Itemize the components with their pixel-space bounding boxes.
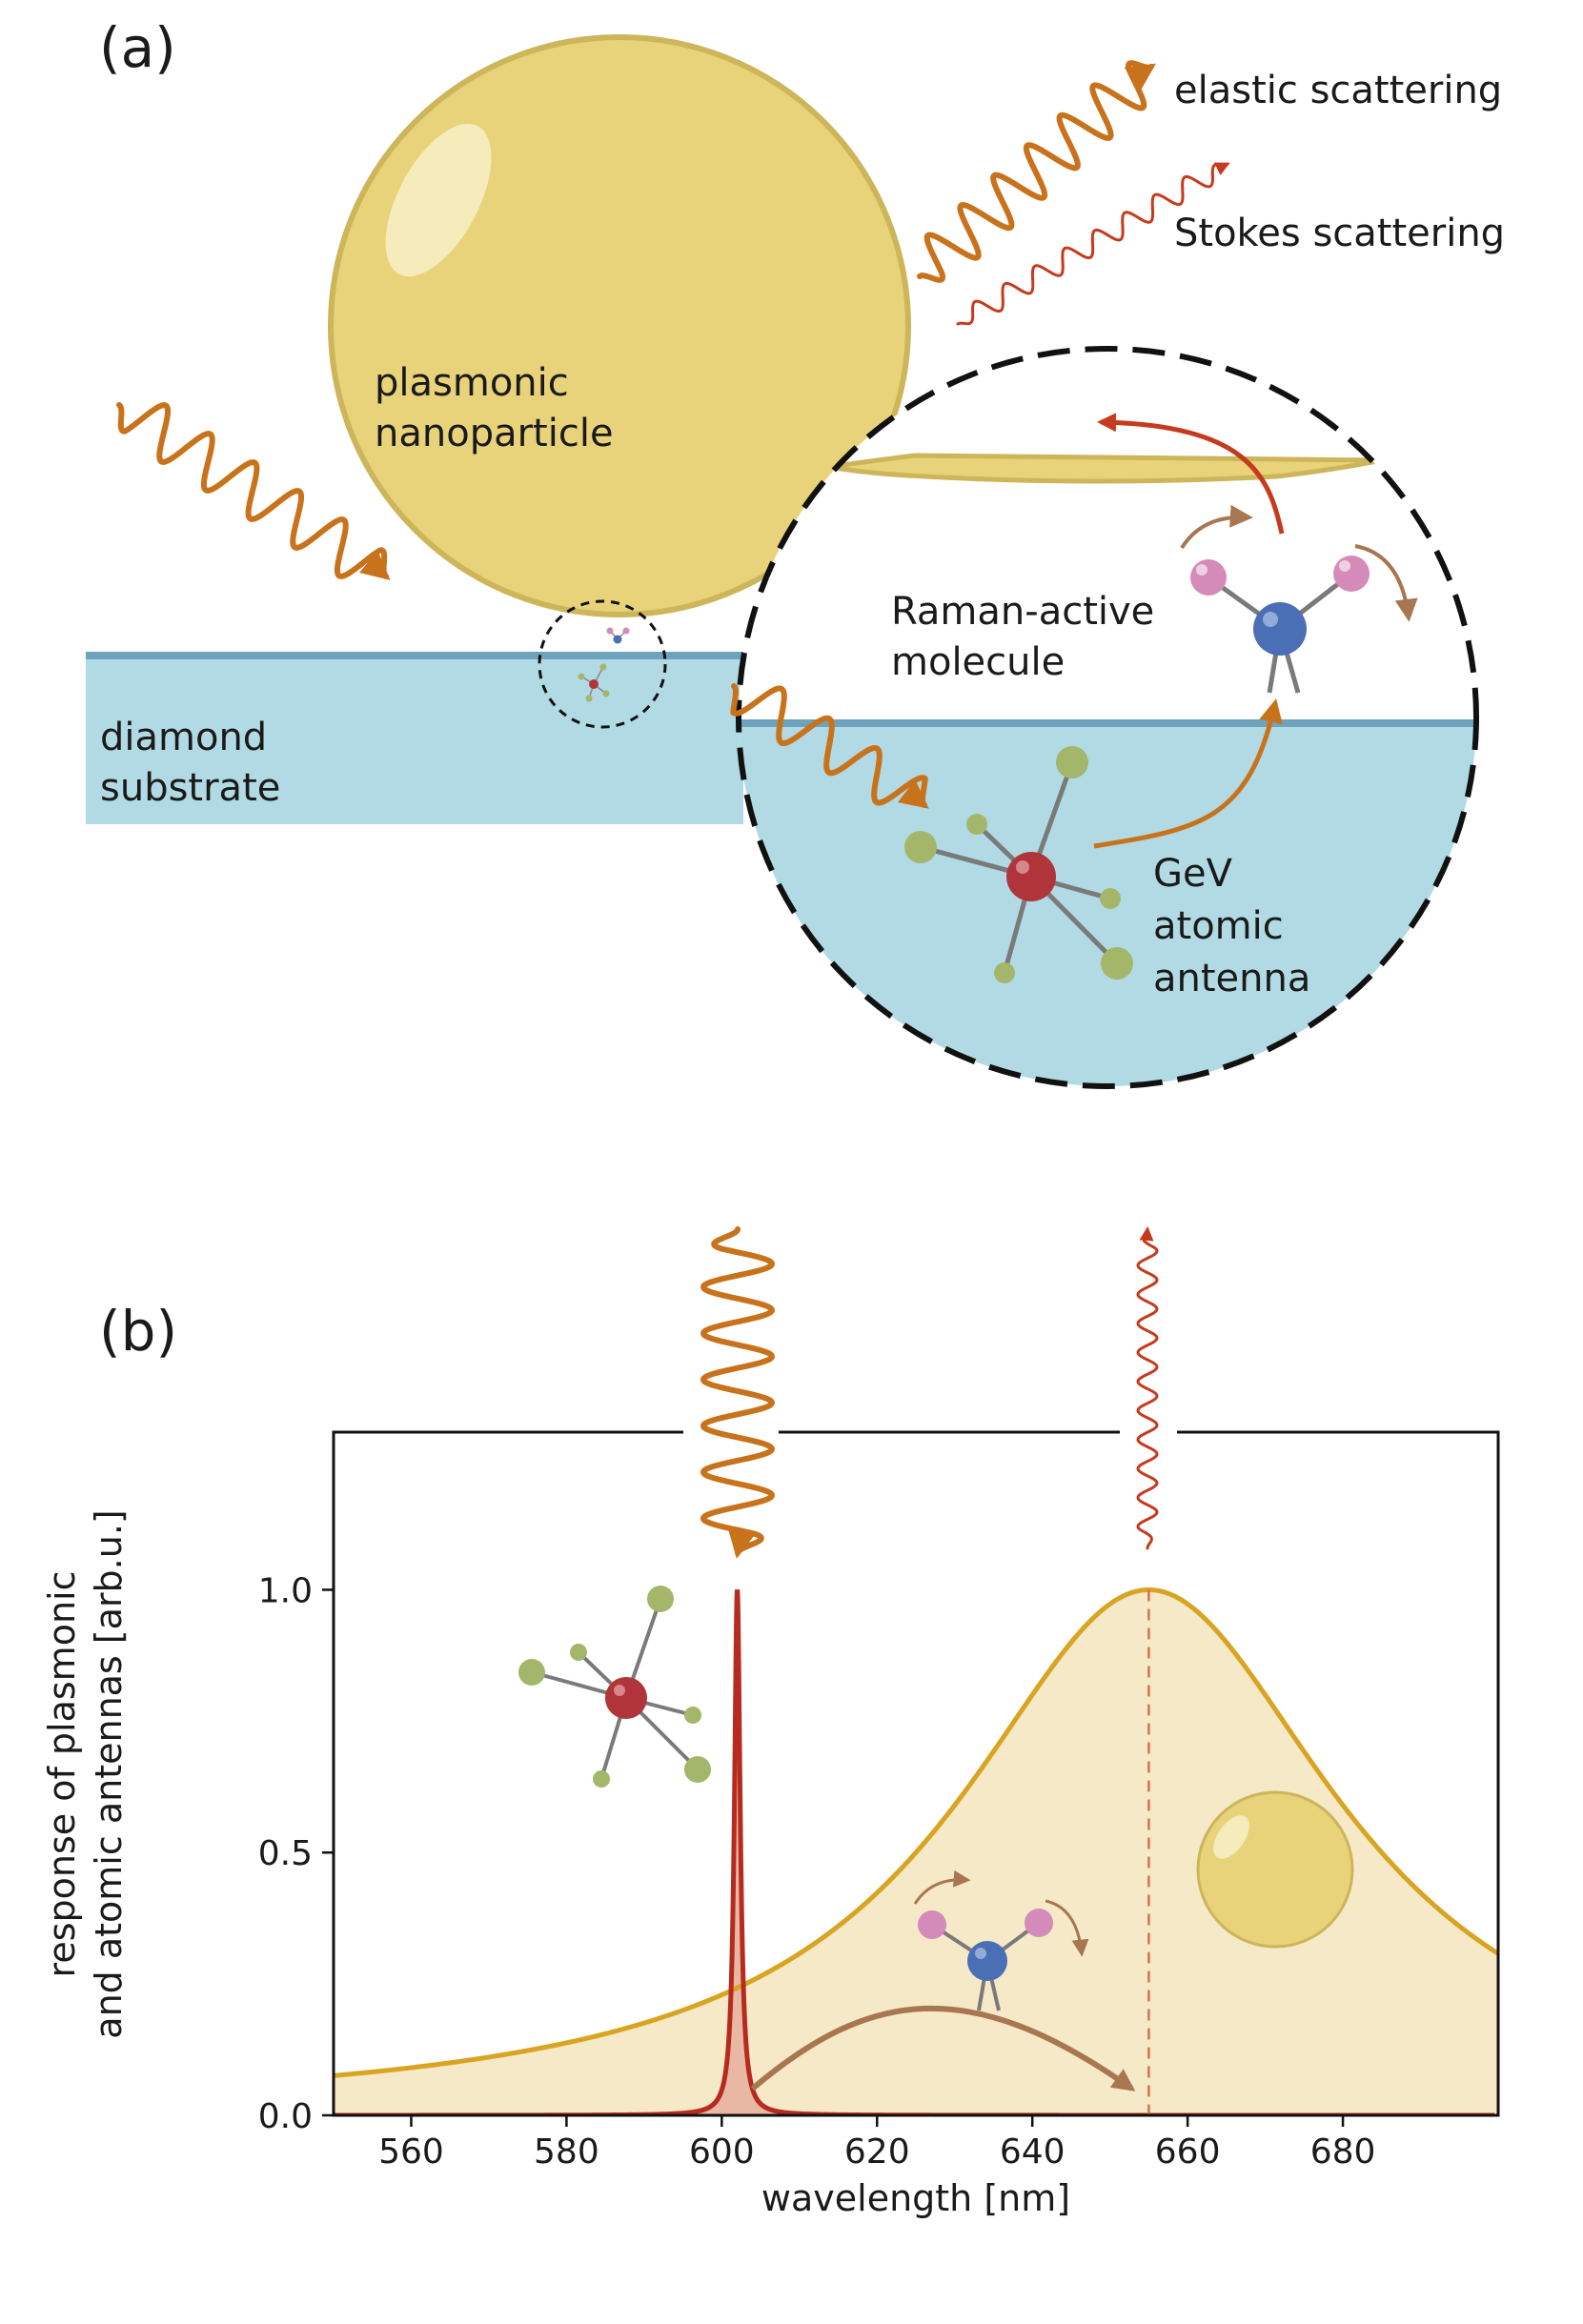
nanoparticle-highlight xyxy=(385,123,492,277)
stokes-emission-wave xyxy=(1136,1226,1159,1550)
reemission-arrow xyxy=(1097,413,1285,535)
inset-vibration-arrow-left xyxy=(913,1869,971,1905)
magnified-incident-wave xyxy=(730,683,929,809)
y-axis-label-line2: and atomic antennas [arb.u.] xyxy=(88,1509,130,2038)
plot-frame xyxy=(332,1430,1500,2117)
plasmonic-response-curve xyxy=(334,1586,1498,2078)
raman-molecule xyxy=(1190,556,1370,694)
gev-center xyxy=(904,746,1133,983)
gap-gev-icon xyxy=(578,663,610,702)
gap-region-small-circle xyxy=(538,599,667,729)
diamond-substrate xyxy=(86,655,743,824)
x-tick-label: 680 xyxy=(1310,2132,1376,2172)
magnified-view xyxy=(736,346,1479,1089)
stokes-scattering-label: Stokes scattering xyxy=(1174,212,1505,255)
elastic-scattering-label: elastic scattering xyxy=(1174,69,1502,112)
elastic-scattered-wave xyxy=(917,60,1156,283)
panel-b-label: (b) xyxy=(99,1299,177,1364)
vibration-arrow-left xyxy=(1180,504,1253,550)
y-axis-label-line1: response of plasmonic xyxy=(41,1571,83,1978)
incident-excitation-wave xyxy=(700,1226,775,1559)
axis-gap-incident xyxy=(683,1427,779,1437)
x-tick-label: 580 xyxy=(534,2132,599,2172)
gev-label-line3: antenna xyxy=(1153,957,1310,1000)
molecule-label-line1: Raman-active xyxy=(891,590,1154,634)
spectrum-chart: 560 580 600 620 640 660 680 0.0 0.5 1.0 waveleng… xyxy=(41,1430,1500,2219)
nanoparticle-label-line2: nanoparticle xyxy=(375,412,614,455)
nanoparticle-label-line1: plasmonic xyxy=(375,361,569,405)
inset-vibration-arrow-right xyxy=(1045,1899,1089,1957)
y-tick-label: 0.0 xyxy=(258,2097,313,2136)
x-tick-label: 620 xyxy=(844,2132,910,2172)
raman-molecule-inset xyxy=(918,1909,1053,2011)
substrate-label-line2: substrate xyxy=(100,766,280,810)
vibration-arrow-right xyxy=(1354,544,1418,622)
x-tick-label: 660 xyxy=(1155,2132,1221,2172)
y-tick-label: 0.5 xyxy=(258,1834,313,1873)
substrate-label-line1: diamond xyxy=(100,716,267,759)
gev-label-line1: GeV xyxy=(1153,852,1233,896)
x-tick-label: 640 xyxy=(1000,2132,1065,2172)
magnified-substrate xyxy=(739,722,1476,1086)
incident-light-wave xyxy=(116,402,391,580)
x-axis-label: wavelength [nm] xyxy=(761,2177,1070,2219)
energy-transfer-arrow xyxy=(1093,698,1283,849)
spectral-transfer-arrow xyxy=(750,2006,1136,2092)
gap-molecule-icon xyxy=(606,627,630,644)
stokes-scattered-wave xyxy=(956,162,1230,326)
gev-label-line2: atomic xyxy=(1153,904,1284,948)
x-tick-label: 560 xyxy=(378,2132,444,2172)
y-tick-label: 1.0 xyxy=(258,1571,313,1610)
panel-a-label: (a) xyxy=(99,15,176,80)
gev-center-inset xyxy=(518,1586,711,1788)
x-tick-label: 600 xyxy=(689,2132,755,2172)
nanoparticle-inset xyxy=(1196,1790,1354,1949)
molecule-label-line2: molecule xyxy=(891,640,1065,684)
